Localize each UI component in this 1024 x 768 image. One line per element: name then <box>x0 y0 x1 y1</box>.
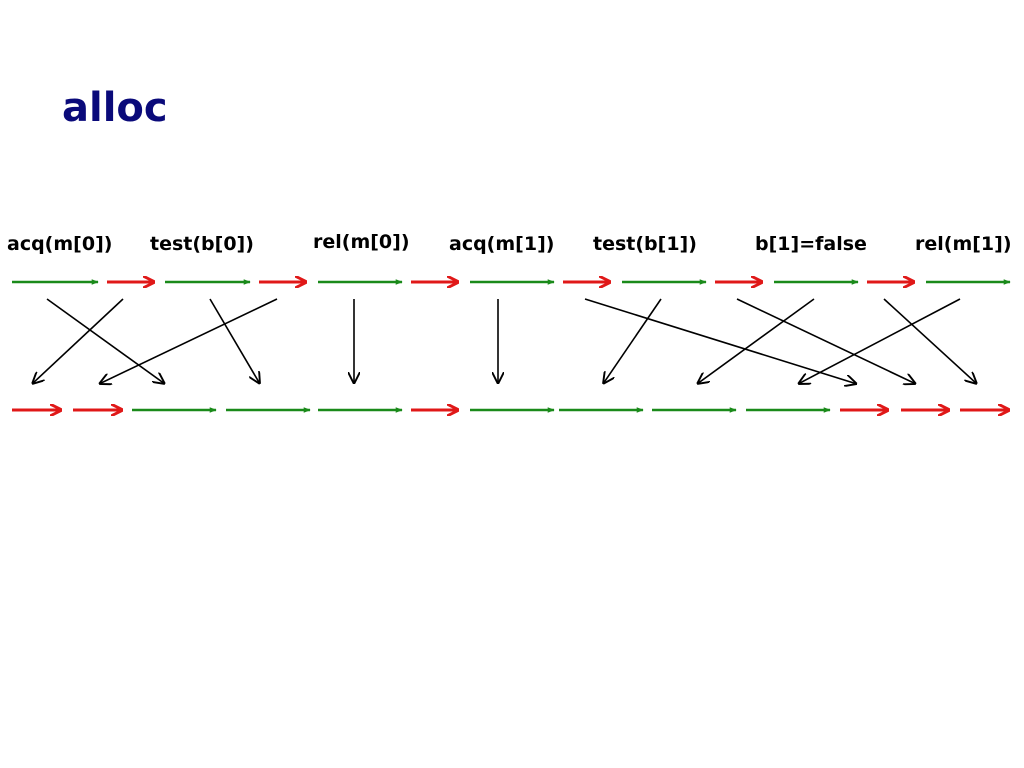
mapping-arrow-7 <box>603 298 662 384</box>
mapping-arrow-10 <box>883 298 977 384</box>
op-label-rel-m0: rel(m[0]) <box>313 231 410 253</box>
op-label-acq-m1: acq(m[1]) <box>449 233 555 255</box>
slide-title: alloc <box>62 85 168 131</box>
op-label-test-b1: test(b[1]) <box>593 233 697 255</box>
op-label-acq-m0: acq(m[0]) <box>7 233 113 255</box>
mapping-arrow-9 <box>697 298 815 384</box>
op-label-test-b0: test(b[0]) <box>150 233 254 255</box>
op-label-b1-false: b[1]=false <box>755 233 867 255</box>
op-label-rel-m1: rel(m[1]) <box>915 233 1012 255</box>
mapping-arrow-3 <box>99 298 278 384</box>
mapping-arrow-8 <box>736 298 916 384</box>
mapping-arrow-1 <box>32 298 124 384</box>
mapping-arrow-11 <box>798 298 961 384</box>
mapping-arrow-2 <box>209 298 260 384</box>
mapping-arrows <box>32 298 977 384</box>
mapping-arrow-0 <box>46 298 165 384</box>
mapping-arrow-6 <box>584 298 857 384</box>
